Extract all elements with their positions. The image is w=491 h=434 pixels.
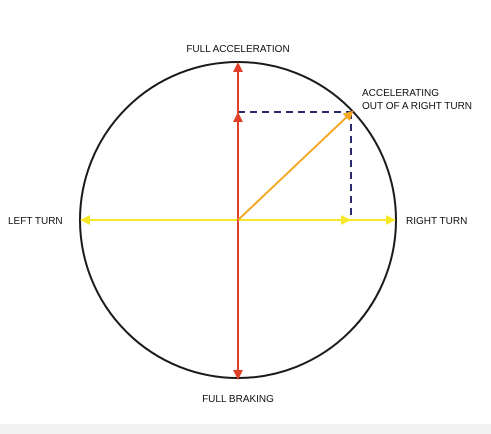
label-full-acceleration: FULL ACCELERATION — [186, 44, 289, 55]
combined-force-arrow — [237, 110, 354, 221]
label-right-turn: RIGHT TURN — [406, 216, 467, 227]
label-left-turn: LEFT TURN — [8, 216, 63, 227]
label-out-of-right-turn: OUT OF A RIGHT TURN — [362, 101, 472, 112]
bottom-band — [0, 424, 491, 434]
label-full-braking: FULL BRAKING — [202, 394, 274, 405]
label-accelerating: ACCELERATING — [362, 88, 439, 99]
